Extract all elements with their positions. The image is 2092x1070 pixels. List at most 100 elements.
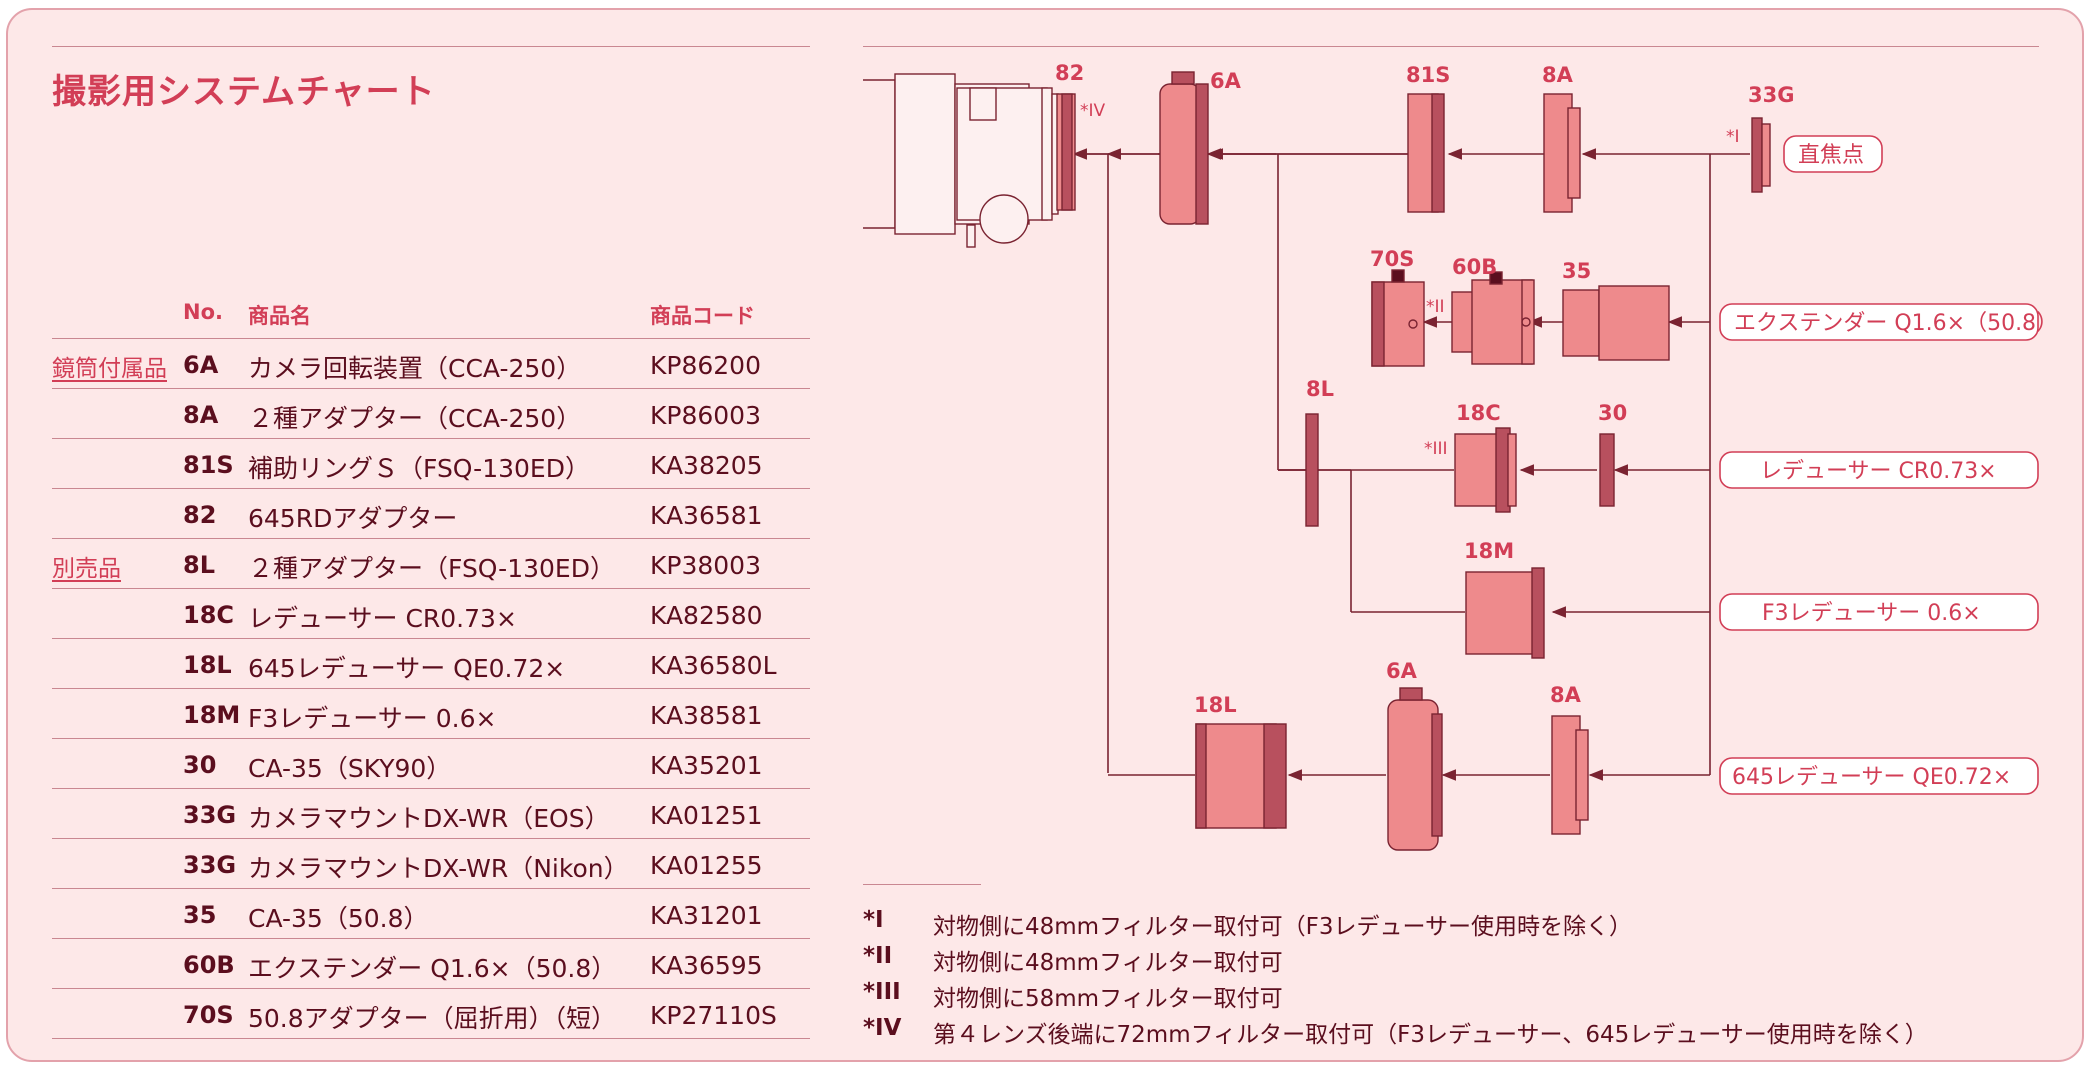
header-name: 商品名 xyxy=(248,304,311,328)
row-code: KP86200 xyxy=(650,351,761,380)
row-name: CA-35（50.8） xyxy=(248,904,429,933)
footnote-text: 対物側に48mmフィルター取付可（F3レデューサー使用時を除く） xyxy=(933,914,1633,940)
table-row: 35 CA-35（50.8） KA31201 xyxy=(52,889,810,939)
row-no: 18L xyxy=(183,651,232,679)
row-no: 33G xyxy=(183,801,237,829)
row-name: ２種アダプター（CCA-250） xyxy=(248,404,582,433)
table-row: 鏡筒付属品 6A カメラ回転装置（CCA-250） KP86200 xyxy=(52,339,810,389)
label-8a-top: 8A xyxy=(1542,63,1574,87)
label-33g: 33G xyxy=(1748,83,1794,107)
row-name: カメラ回転装置（CCA-250） xyxy=(248,354,582,383)
row-code: KA01255 xyxy=(650,851,763,880)
row-code: KP38003 xyxy=(650,551,761,580)
header-code: 商品コード xyxy=(650,304,755,328)
row-category: 別売品 xyxy=(52,556,121,582)
table-body: 鏡筒付属品 6A カメラ回転装置（CCA-250） KP86200 8A ２種アダプター（… xyxy=(52,339,810,1039)
adapter-parts xyxy=(1056,71,1771,851)
row-name: エクステンダー Q1.6×（50.8） xyxy=(248,954,617,983)
row-name: 50.8アダプター（屈折用）（短） xyxy=(248,1004,617,1033)
page-title: 撮影用システムチャート xyxy=(52,72,436,112)
row-code: KA31201 xyxy=(650,901,763,930)
part-18l-shape xyxy=(1195,723,1277,829)
row-no: 82 xyxy=(183,501,217,529)
part-30-shape xyxy=(1599,433,1615,507)
row-name: カメラマウントDX-WR（Nikon） xyxy=(248,854,629,883)
row-name: CA-35（SKY90） xyxy=(248,754,452,783)
part-6a-bottom-shape xyxy=(1387,699,1439,851)
part-35-shape xyxy=(1562,289,1600,357)
product-table: No. 商品名 商品コード 鏡筒付属品 6A カメラ回転装置（CCA-250） KP8… xyxy=(52,296,810,1039)
footnote-text: 対物側に58mmフィルター取付可 xyxy=(933,986,1283,1012)
label-81s: 81S xyxy=(1406,63,1450,87)
row-no: 8A xyxy=(183,401,219,429)
diagram-rule xyxy=(863,46,2039,47)
row-code: KP27110S xyxy=(650,1001,777,1030)
row-name: 補助リングＳ（FSQ-130ED） xyxy=(248,454,590,483)
table-row: 81S 補助リングＳ（FSQ-130ED） KA38205 xyxy=(52,439,810,489)
row-code: KA01251 xyxy=(650,801,763,830)
row-code: KA38581 xyxy=(650,701,763,730)
row-code: KP86003 xyxy=(650,401,761,430)
route-boxes xyxy=(1719,135,2039,795)
route-box-645 xyxy=(1719,757,2039,795)
row-code: KA36580L xyxy=(650,651,777,680)
table-row: 別売品 8L ２種アダプター（FSQ-130ED） KP38003 xyxy=(52,539,810,589)
route-direct-label: 直焦点 xyxy=(1798,143,1864,168)
star-iv: *IV xyxy=(1080,101,1106,121)
label-35: 35 xyxy=(1562,259,1591,283)
part-8l-shape xyxy=(1305,413,1319,527)
table-row: 70S 50.8アダプター（屈折用）（短） KP27110S xyxy=(52,989,810,1039)
footnote-mark: *II xyxy=(863,943,893,969)
footnote-mark: *III xyxy=(863,979,901,1005)
table-row: 18L 645レデューサー QE0.72× KA36580L xyxy=(52,639,810,689)
row-no: 70S xyxy=(183,1001,234,1029)
row-no: 8L xyxy=(183,551,215,579)
route-reducer-label: レデューサー CR0.73× xyxy=(1760,459,1997,484)
row-name: 645レデューサー QE0.72× xyxy=(248,654,566,683)
part-6a-top-shape xyxy=(1159,83,1201,225)
row-code: KA36595 xyxy=(650,951,763,980)
part-33g-shape xyxy=(1751,117,1763,193)
row-no: 35 xyxy=(183,901,217,929)
label-18c: 18C xyxy=(1456,401,1501,425)
route-box-labels: 直焦点 エクステンダー Q1.6×（50.8） レデューサー CR0.73× F… xyxy=(1732,143,2058,790)
row-no: 33G xyxy=(183,851,237,879)
row-code: KA82580 xyxy=(650,601,763,630)
route-box-extender xyxy=(1719,303,2039,341)
label-82: 82 xyxy=(1055,61,1084,85)
part-18m-shape xyxy=(1465,571,1543,655)
footnote-mark: *I xyxy=(863,907,884,933)
star-i: *I xyxy=(1726,127,1740,147)
notes-rule xyxy=(863,884,981,885)
header-no: No. xyxy=(183,300,223,324)
row-no: 18C xyxy=(183,601,235,629)
table-row: 8A ２種アダプター（CCA-250） KP86003 xyxy=(52,389,810,439)
route-box-f3 xyxy=(1719,593,2039,631)
row-code: KA38205 xyxy=(650,451,763,480)
telescope-body xyxy=(863,73,1059,248)
row-no: 6A xyxy=(183,351,219,379)
table-row: 33G カメラマウントDX-WR（Nikon） KA01255 xyxy=(52,839,810,889)
part-60b-shape xyxy=(1451,291,1475,353)
table-row: 18C レデューサー CR0.73× KA82580 xyxy=(52,589,810,639)
label-18m: 18M xyxy=(1464,539,1514,563)
row-name: レデューサー CR0.73× xyxy=(248,604,517,633)
star-iii: *III xyxy=(1424,439,1448,459)
label-6a-bottom: 6A xyxy=(1386,659,1418,683)
row-no: 30 xyxy=(183,751,217,779)
footnote-text: 対物側に48mmフィルター取付可 xyxy=(933,950,1283,976)
row-name: ２種アダプター（FSQ-130ED） xyxy=(248,554,615,583)
row-no: 81S xyxy=(183,451,234,479)
row-no: 18M xyxy=(183,701,241,729)
label-8l: 8L xyxy=(1306,377,1334,401)
star-labels: *IV *I *II *III xyxy=(1080,101,1740,459)
footnote-text: 第４レンズ後端に72mmフィルター取付可（F3レデューサー、645レデューサー使… xyxy=(933,1022,1928,1048)
row-category: 鏡筒付属品 xyxy=(52,356,167,382)
label-60b: 60B xyxy=(1452,255,1497,279)
